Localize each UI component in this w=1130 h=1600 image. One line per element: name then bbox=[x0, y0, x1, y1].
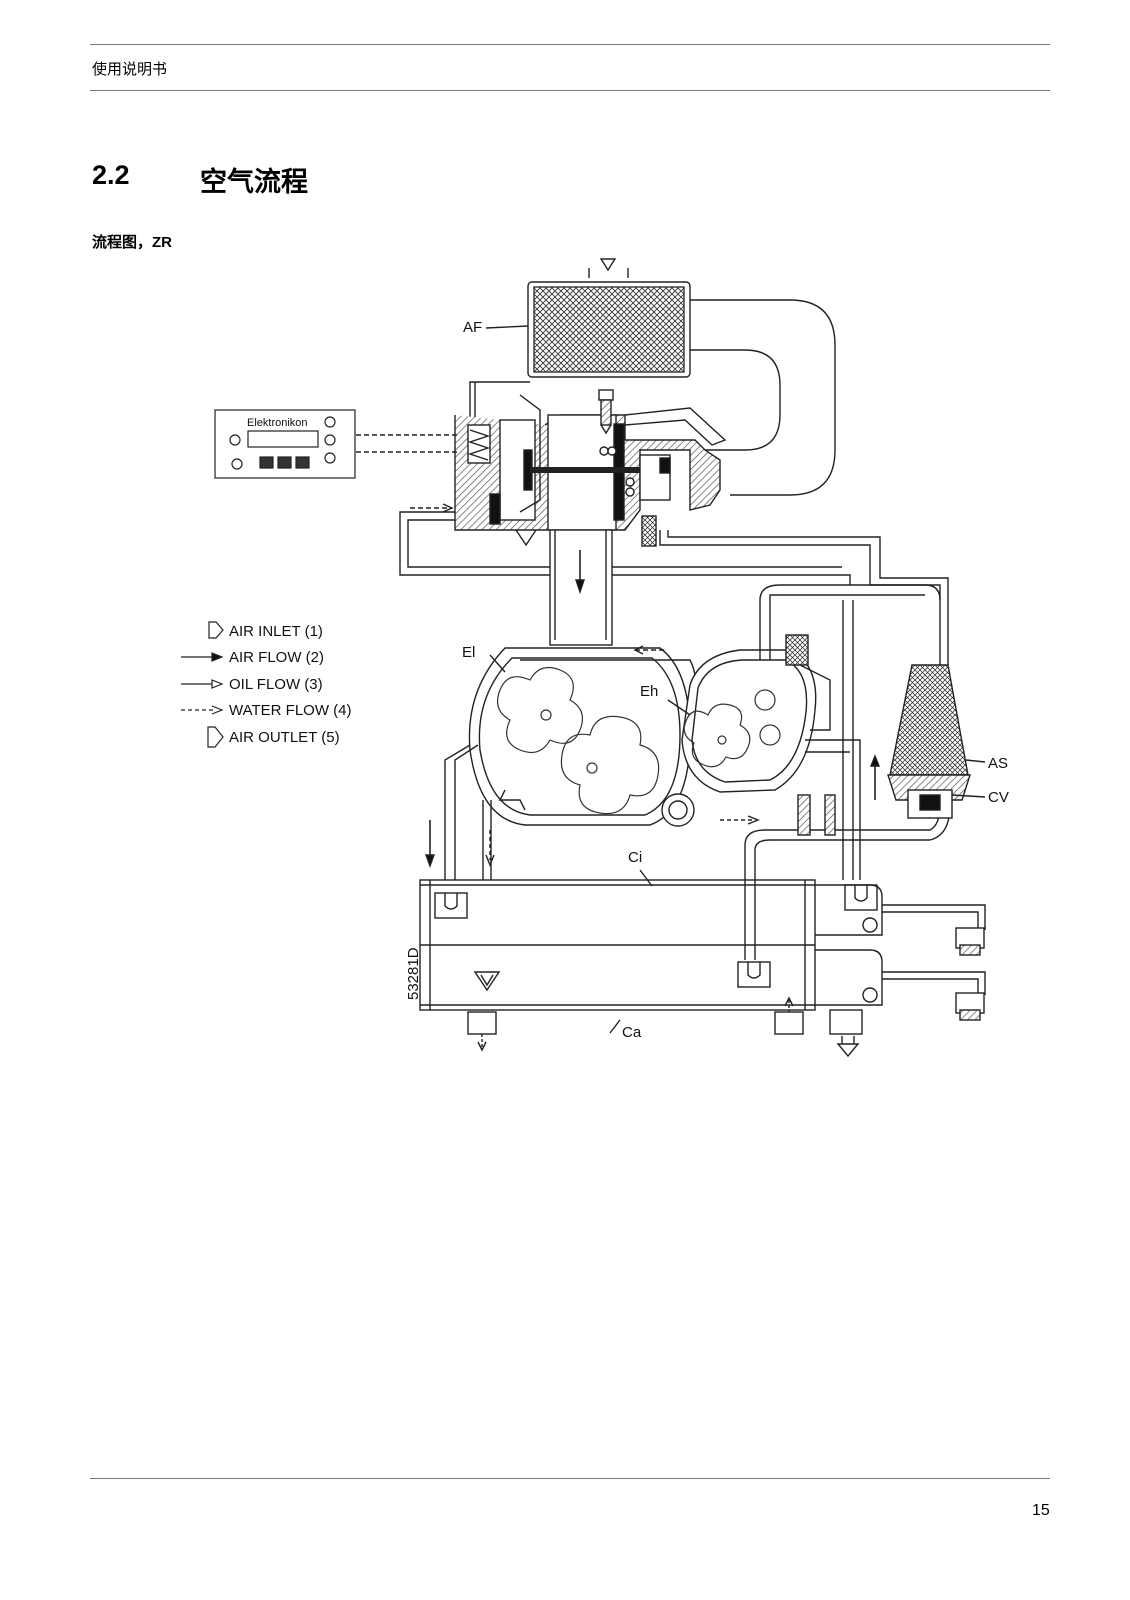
legend-item-water-flow: WATER FLOW (4) bbox=[229, 702, 352, 719]
header-top-rule bbox=[90, 44, 1050, 45]
legend-item-air-inlet: AIR INLET (1) bbox=[229, 623, 323, 640]
label-eh: Eh bbox=[640, 683, 658, 700]
legend-item-air-flow: AIR FLOW (2) bbox=[229, 649, 324, 666]
section-number: 2.2 bbox=[92, 160, 130, 190]
controller-power-icon bbox=[229, 434, 241, 446]
controller-label: Elektronikon bbox=[247, 417, 308, 429]
air-inlet-arrow-icon bbox=[599, 258, 617, 272]
controller-button-up-icon bbox=[324, 416, 336, 428]
air-separator bbox=[889, 664, 969, 776]
lp-element-housing bbox=[468, 647, 691, 826]
oil-pump bbox=[661, 793, 695, 827]
legend-air-outlet-icon bbox=[207, 726, 224, 748]
figure-id: 53281D bbox=[405, 947, 422, 1000]
label-af: AF bbox=[463, 319, 482, 336]
controller-button-down-icon bbox=[324, 452, 336, 464]
page-number: 15 bbox=[1032, 1502, 1050, 1519]
controller-key-3 bbox=[295, 456, 310, 469]
hp-element-housing bbox=[681, 649, 817, 793]
elektronikon-controller: Elektronikon bbox=[214, 409, 356, 479]
legend-water-flow-icon bbox=[211, 705, 224, 715]
controller-button-enter-icon bbox=[324, 434, 336, 446]
legend-item-air-outlet: AIR OUTLET (5) bbox=[229, 729, 340, 746]
air-outlet-arrow-icon bbox=[836, 1043, 860, 1058]
legend bbox=[181, 621, 224, 748]
legend-item-oil-flow: OIL FLOW (3) bbox=[229, 676, 323, 693]
footer-rule bbox=[90, 1478, 1050, 1479]
label-cv: CV bbox=[988, 789, 1009, 806]
label-ca: Ca bbox=[622, 1024, 642, 1041]
legend-air-inlet-icon bbox=[208, 621, 224, 639]
legend-air-flow-icon bbox=[211, 652, 224, 662]
controller-stop-icon bbox=[231, 458, 243, 470]
controller-display bbox=[247, 430, 319, 448]
header-bottom-rule bbox=[90, 90, 1050, 91]
header-title: 使用说明书 bbox=[92, 61, 168, 78]
label-as: AS bbox=[988, 755, 1008, 772]
legend-oil-flow-icon bbox=[211, 679, 224, 689]
label-el: El bbox=[462, 644, 475, 661]
controller-key-1 bbox=[259, 456, 274, 469]
air-flow-arrow-icon bbox=[575, 579, 585, 595]
controller-key-2 bbox=[277, 456, 292, 469]
figure-subtitle: 流程图，ZR bbox=[92, 234, 172, 251]
label-ci: Ci bbox=[628, 849, 642, 866]
section-title: 空气流程 bbox=[200, 167, 308, 197]
